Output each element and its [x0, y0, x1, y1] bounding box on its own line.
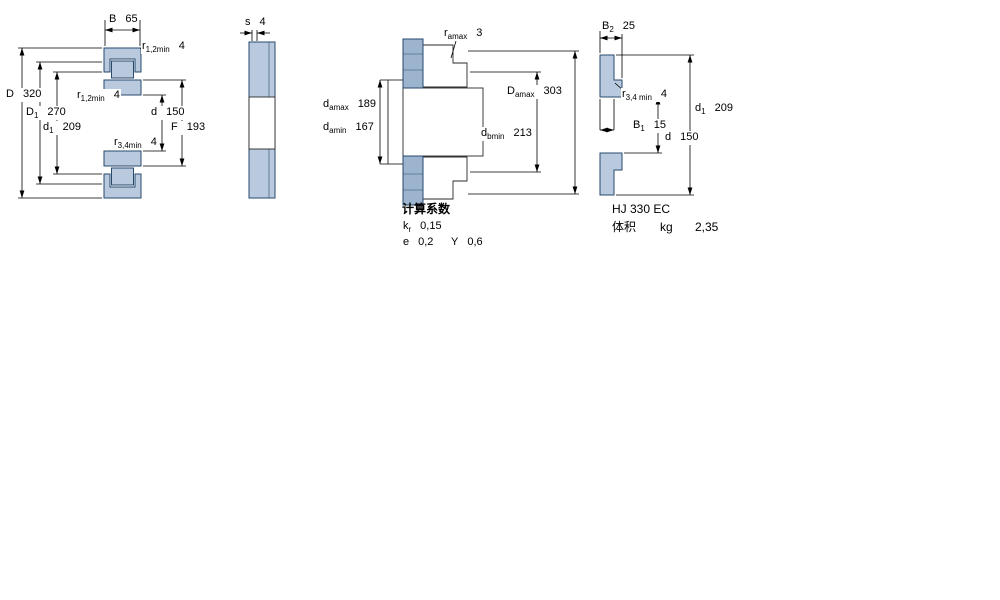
front-dimension-lines: [18, 20, 186, 199]
hj-value: 2,35: [695, 220, 719, 234]
hj-quantity-label: 体积: [612, 220, 637, 234]
mounting-dimension-lines: [377, 40, 579, 195]
side-cross-section: [240, 29, 276, 199]
hj-designation: HJ 330 EC: [612, 202, 671, 216]
side-dimension-lines: [240, 29, 270, 41]
hj-ring-section: [599, 31, 694, 196]
hj-unit: kg: [660, 220, 673, 234]
mounting-diagram: [377, 38, 579, 206]
calculation-factors-title: 计算系数: [402, 202, 451, 216]
front-cross-section: [18, 20, 186, 199]
